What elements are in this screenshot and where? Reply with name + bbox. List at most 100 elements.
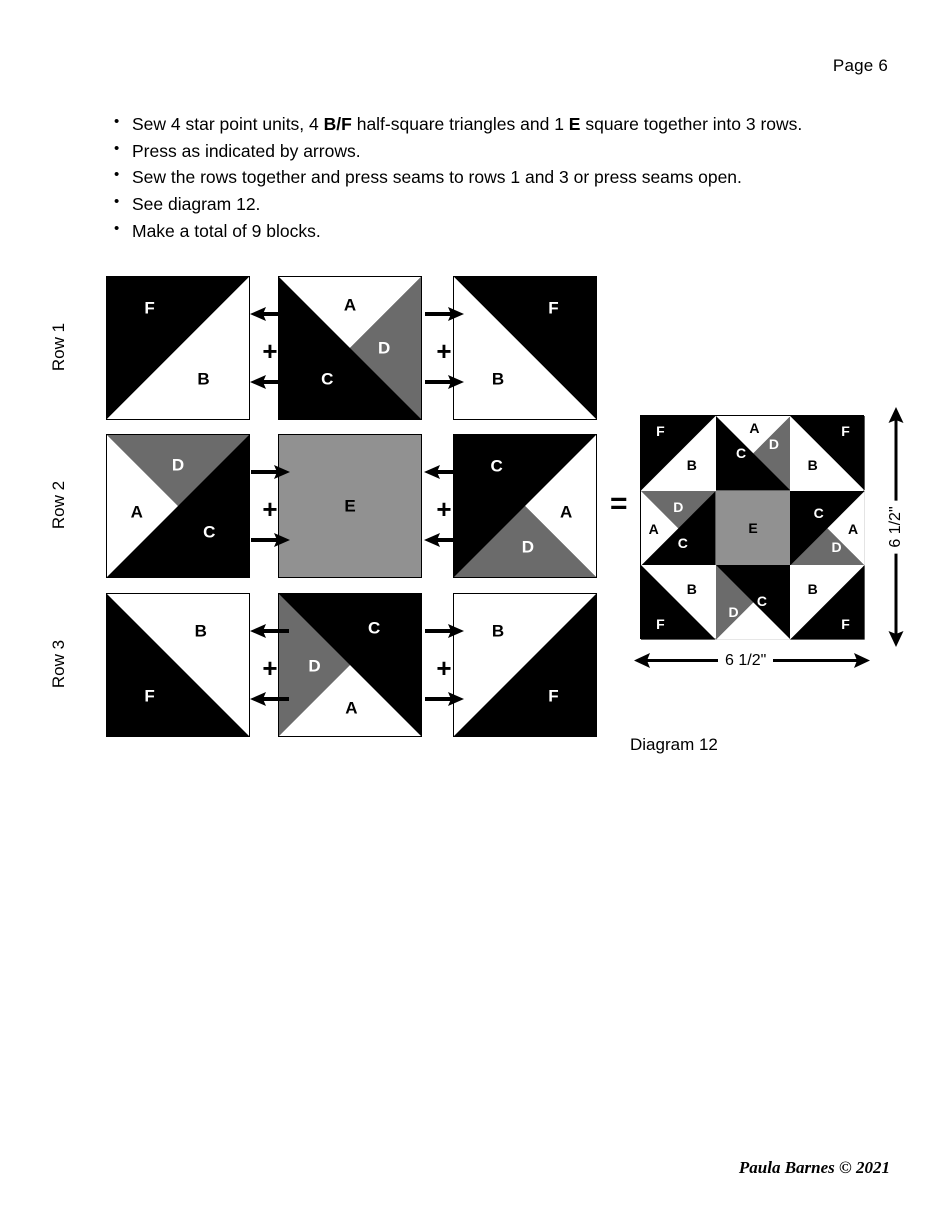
fabric-label-B: B (686, 457, 697, 474)
connector-row1-1: + (250, 276, 290, 420)
connector-row2-2: + (424, 434, 464, 578)
fabric-label-F: F (144, 298, 155, 318)
press-arrow-right-icon (424, 691, 464, 707)
plus-sign: + (436, 336, 452, 366)
press-arrow-left-icon (250, 374, 290, 390)
fabric-label-B: B (197, 369, 210, 389)
fabric-label-F: F (841, 615, 850, 632)
equals-sign: = (610, 487, 628, 520)
block-cell-middle-center: E (715, 490, 791, 566)
plus-sign: + (436, 494, 452, 524)
fabric-label-C: C (677, 534, 688, 551)
row-label-1: Row 1 (49, 322, 68, 372)
instruction-text: Make a total of 9 blocks. (132, 220, 321, 241)
diagram-caption: Diagram 12 (630, 735, 718, 754)
row-label-3: Row 3 (49, 639, 68, 689)
press-arrow-right-icon (424, 306, 464, 322)
press-arrow-right-icon (250, 464, 290, 480)
fabric-label-F: F (656, 615, 665, 632)
fabric-label-B: B (491, 369, 505, 389)
connector-row3-2: + (424, 593, 464, 737)
unit-star-point-unit-CAD: C A D (453, 434, 597, 578)
instruction-text: See diagram 12. (132, 194, 261, 215)
fabric-label-F: F (548, 298, 559, 318)
copyright-footer: Paula Barnes © 2021 (738, 1158, 890, 1177)
fabric-label-C: C (813, 505, 824, 522)
fabric-label-A: A (648, 521, 659, 538)
instruction-item: Make a total of 9 blocks. (114, 218, 810, 245)
fabric-label-F: F (656, 422, 665, 439)
connector-row2-1: + (250, 434, 290, 578)
block-width-dimension: 6 1/2" (634, 649, 870, 673)
fabric-label-A: A (749, 419, 760, 436)
fabric-label-D: D (171, 455, 185, 475)
press-arrow-right-icon (424, 374, 464, 390)
block-height-dimension: 6 1/2" (884, 407, 908, 647)
instruction-text: Sew the rows together and press seams to… (132, 167, 742, 188)
fabric-label-E: E (344, 496, 356, 516)
page-number-header: Page 6 (832, 56, 888, 75)
fabric-label-C: C (321, 369, 334, 389)
instruction-emphasis: B/F (323, 114, 352, 134)
instruction-list: Sew 4 star point units, 4 B/F half-squar… (110, 111, 810, 246)
fabric-label-C: C (735, 445, 747, 462)
fabric-label-A: A (560, 502, 573, 522)
connector-row1-2: + (424, 276, 464, 420)
instruction-bullets: Sew 4 star point units, 4 B/F half-squar… (110, 111, 810, 245)
plus-sign: + (262, 494, 278, 524)
fabric-label-C: C (203, 522, 216, 542)
fabric-label-D: D (673, 499, 684, 516)
fabric-label-C: C (490, 456, 503, 476)
fabric-label-B: B (491, 621, 505, 641)
fabric-label-E: E (748, 519, 758, 536)
fabric-label-A: A (130, 502, 143, 522)
connector-row3-1: + (250, 593, 290, 737)
press-arrow-left-icon (424, 532, 464, 548)
press-arrow-right-icon (250, 532, 290, 548)
fabric-label-D: D (521, 537, 534, 557)
fabric-label-A: A (343, 295, 357, 315)
instruction-text: Sew 4 star point units, 4 (132, 114, 324, 134)
unit-center-square-E: E (278, 434, 422, 578)
press-arrow-left-icon (250, 623, 290, 639)
fabric-label-C: C (367, 618, 381, 638)
plus-sign: + (436, 653, 452, 683)
instruction-emphasis: E (568, 114, 581, 134)
fabric-label-B: B (807, 457, 818, 474)
fabric-label-F: F (144, 686, 155, 706)
fabric-label-D: D (308, 656, 321, 676)
instruction-text: square together into 3 rows. (580, 114, 803, 134)
block-height-label: 6 1/2" (887, 500, 905, 554)
fabric-label-D: D (768, 436, 779, 453)
block-width-label: 6 1/2" (718, 652, 774, 670)
instruction-item: Press as indicated by arrows. (114, 138, 810, 165)
plus-sign: + (262, 336, 278, 366)
unit-star-point-unit-DAC: D A C (106, 434, 250, 578)
row-label-2: Row 2 (49, 480, 68, 530)
instruction-item: See diagram 12. (114, 191, 810, 218)
fabric-label-F: F (841, 422, 850, 439)
instruction-item: Sew the rows together and press seams to… (114, 164, 810, 191)
fabric-label-D: D (831, 539, 842, 556)
press-arrow-left-icon (424, 464, 464, 480)
plus-sign: + (262, 653, 278, 683)
fabric-label-C: C (756, 593, 767, 610)
instruction-text: Press as indicated by arrows. (132, 140, 361, 161)
fabric-label-D: D (728, 603, 739, 620)
